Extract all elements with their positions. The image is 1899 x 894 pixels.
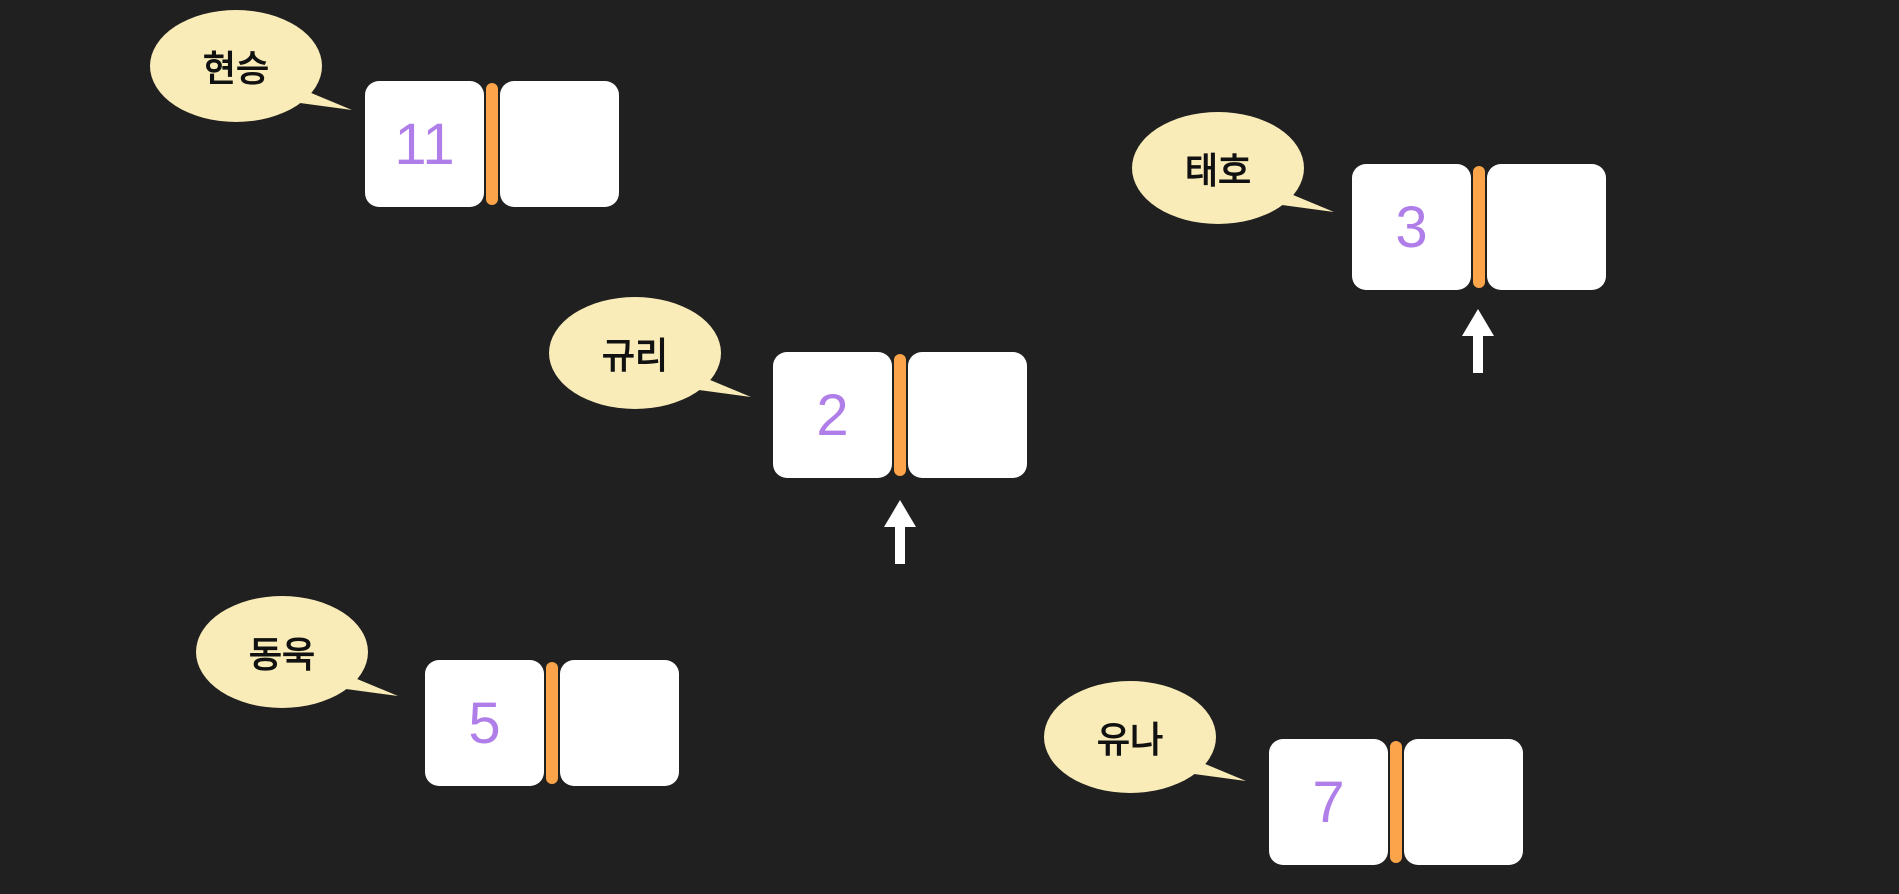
card-spine bbox=[894, 354, 906, 476]
card-spine bbox=[1473, 166, 1485, 288]
card-number: 3 bbox=[1395, 194, 1428, 260]
number-card-yuna: 7 bbox=[1269, 739, 1523, 865]
card-right-page bbox=[560, 660, 679, 786]
card-number: 2 bbox=[816, 382, 849, 448]
speech-bubble-donguk: 동욱 bbox=[196, 596, 401, 721]
speech-bubble-shape bbox=[150, 10, 352, 122]
number-card-gyuri: 2 bbox=[773, 352, 1027, 478]
card-left-page: 3 bbox=[1352, 164, 1471, 290]
up-arrow-icon bbox=[1461, 309, 1495, 373]
speech-bubble-hyunseung: 현승 bbox=[150, 10, 355, 135]
card-right-page bbox=[908, 352, 1027, 478]
number-card-donguk: 5 bbox=[425, 660, 679, 786]
up-arrow-icon bbox=[883, 500, 917, 564]
card-left-page: 2 bbox=[773, 352, 892, 478]
speech-bubble-shape bbox=[549, 297, 751, 409]
speech-bubble-shape bbox=[1044, 681, 1246, 793]
player-name: 태호 bbox=[1184, 151, 1252, 192]
player-name: 유나 bbox=[1096, 720, 1164, 761]
card-right-page bbox=[1404, 739, 1523, 865]
card-spine bbox=[1390, 741, 1402, 863]
player-name: 규리 bbox=[601, 336, 669, 377]
card-number: 5 bbox=[468, 690, 501, 756]
speech-bubble-taeho: 태호 bbox=[1132, 112, 1337, 237]
card-number: 11 bbox=[394, 111, 455, 177]
number-card-taeho: 3 bbox=[1352, 164, 1606, 290]
speech-bubble-gyuri: 규리 bbox=[549, 297, 754, 422]
card-number: 7 bbox=[1312, 769, 1345, 835]
card-right-page bbox=[500, 81, 619, 207]
card-left-page: 11 bbox=[365, 81, 484, 207]
card-left-page: 5 bbox=[425, 660, 544, 786]
speech-bubble-shape bbox=[196, 596, 398, 708]
player-name: 현승 bbox=[202, 49, 270, 90]
speech-bubble-shape bbox=[1132, 112, 1334, 224]
card-left-page: 7 bbox=[1269, 739, 1388, 865]
card-spine bbox=[486, 83, 498, 205]
card-right-page bbox=[1487, 164, 1606, 290]
player-name: 동욱 bbox=[248, 635, 316, 676]
card-spine bbox=[546, 662, 558, 784]
speech-bubble-yuna: 유나 bbox=[1044, 681, 1249, 806]
number-card-hyunseung: 11 bbox=[365, 81, 619, 207]
